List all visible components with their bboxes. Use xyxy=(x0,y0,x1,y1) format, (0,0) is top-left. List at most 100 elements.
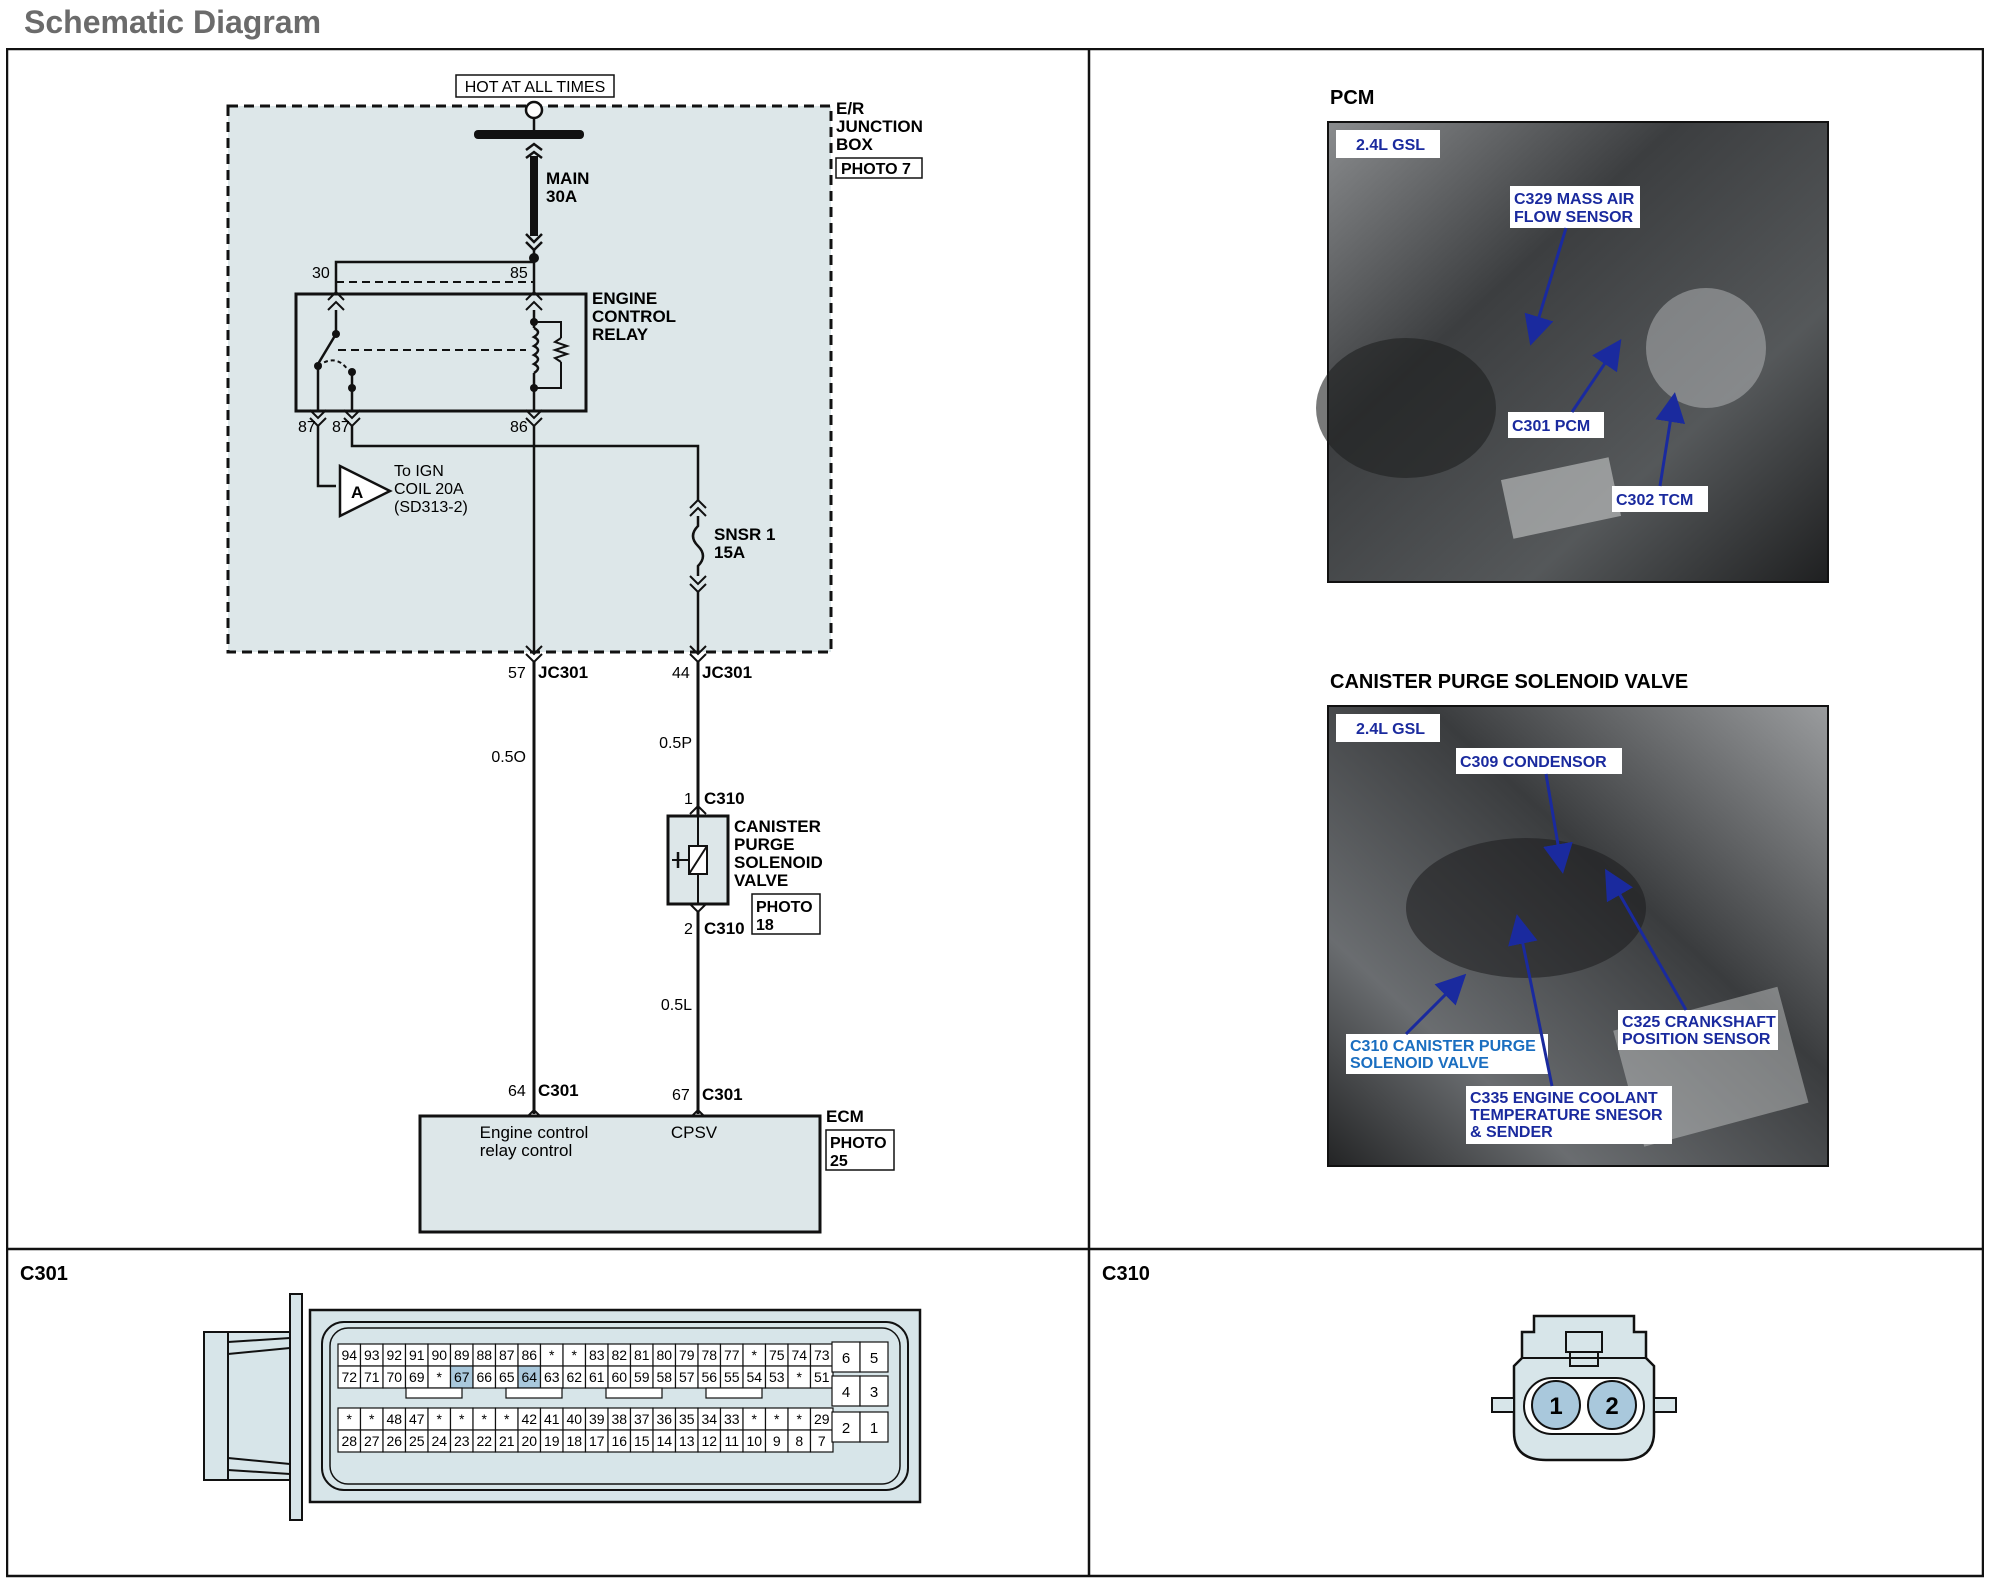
relay-label-3: RELAY xyxy=(592,325,649,344)
ecm-left-conn: C301 xyxy=(538,1081,579,1100)
c301-pin-label: 37 xyxy=(634,1411,650,1427)
c301-pin-label: 67 xyxy=(454,1369,470,1385)
cpsv-photo-1: PHOTO xyxy=(756,899,813,916)
ecm-label-left-1: Engine control xyxy=(480,1123,589,1142)
c301-pin-label: * xyxy=(572,1347,578,1363)
c301-pin-label: 77 xyxy=(724,1347,740,1363)
c301-pin-label: 28 xyxy=(341,1433,357,1449)
c301-side-pin-label: 3 xyxy=(870,1384,878,1401)
c301-pin-label: 35 xyxy=(679,1411,695,1427)
c301-pin-label: 71 xyxy=(364,1369,380,1385)
c301-pin-label: 42 xyxy=(521,1411,537,1427)
cpsv-photo-2: 18 xyxy=(756,917,774,934)
c310-pin-1 xyxy=(1531,1380,1581,1430)
junction-box-photo-ref: PHOTO 7 xyxy=(841,161,911,178)
c301-pin-label: 89 xyxy=(454,1347,470,1363)
c301-pin-label: 57 xyxy=(679,1369,695,1385)
relay-pin-87b: 87 xyxy=(332,419,350,436)
c301-pin-label: 75 xyxy=(769,1347,785,1363)
cpsv-callout-c335-2: TEMPERATURE SNESOR xyxy=(1470,1107,1663,1124)
c301-pin-label: 64 xyxy=(521,1369,537,1385)
main-fuse-link xyxy=(530,156,538,236)
cpsv-pin2: 2 xyxy=(684,921,693,938)
engine-control-relay xyxy=(294,292,588,413)
page-title: Schematic Diagram xyxy=(24,4,322,40)
c301-pin-label: * xyxy=(752,1347,758,1363)
c301-pin-label: 10 xyxy=(746,1433,762,1449)
ecm-photo-2: 25 xyxy=(830,1153,848,1170)
c301-pin-label: * xyxy=(482,1411,488,1427)
ecm-module xyxy=(418,1114,822,1234)
c301-side-pin-cell xyxy=(831,1375,861,1407)
panel-grid xyxy=(6,48,1984,1578)
c301-pin-label: * xyxy=(752,1411,758,1427)
junction-box-label-2: JUNCTION xyxy=(836,117,923,136)
c301-pin-label: * xyxy=(797,1411,803,1427)
c301-pin-label: 19 xyxy=(544,1433,560,1449)
c301-pin-label: 20 xyxy=(521,1433,537,1449)
c301-pin-label: 11 xyxy=(724,1433,739,1449)
c310-pin-2 xyxy=(1587,1380,1637,1430)
c301-pin-label: 15 xyxy=(634,1433,650,1449)
c301-pin-label: 87 xyxy=(499,1347,515,1363)
wire-left-code: 0.5O xyxy=(491,749,526,766)
c301-pin-label: 18 xyxy=(566,1433,582,1449)
cpsv-conn2: C310 xyxy=(704,919,745,938)
c301-pin-label: 80 xyxy=(656,1347,672,1363)
c301-pin-label: 66 xyxy=(476,1369,492,1385)
relay-label-2: CONTROL xyxy=(592,307,676,326)
relay-pin-87a: 87 xyxy=(298,419,316,436)
c301-pin-label: 92 xyxy=(386,1347,402,1363)
c301-pin-label: 60 xyxy=(611,1369,627,1385)
ign-ref-triangle xyxy=(338,463,393,519)
c301-pin-label: 38 xyxy=(611,1411,627,1427)
c301-pin-label: 74 xyxy=(791,1347,807,1363)
c301-side-pin-cell xyxy=(859,1341,889,1373)
cpsv-label-2: PURGE xyxy=(734,835,794,854)
c301-pin-label: 7 xyxy=(818,1433,826,1449)
cpsv-callout-c335-3: & SENDER xyxy=(1470,1124,1553,1141)
c310-label: C310 xyxy=(1102,1263,1150,1285)
c301-pin-label: * xyxy=(549,1347,555,1363)
main-fuse-rating: 30A xyxy=(546,187,577,206)
wire-right-top-code: 0.5P xyxy=(659,735,692,752)
c301-side-pin-cell xyxy=(831,1341,861,1373)
junction-box-label-3: BOX xyxy=(836,135,874,154)
jc-right-conn: JC301 xyxy=(702,663,752,682)
cpsv-callout-condensor: C309 CONDENSOR xyxy=(1460,754,1607,771)
c301-pin-label: 56 xyxy=(701,1369,717,1385)
pcm-callout-tcm: C302 TCM xyxy=(1616,492,1693,509)
c301-pin-label: 79 xyxy=(679,1347,695,1363)
c301-pin-label: 83 xyxy=(589,1347,605,1363)
c301-side-pin-cell xyxy=(859,1411,889,1443)
c301-pin-label: 72 xyxy=(341,1369,357,1385)
c301-pin-label: 27 xyxy=(364,1433,380,1449)
snsr-fuse-symbol xyxy=(691,516,705,576)
c301-pin-label: 82 xyxy=(611,1347,627,1363)
c310-pin-2-label: 2 xyxy=(1605,1393,1618,1420)
c301-pin-label: 23 xyxy=(454,1433,470,1449)
snsr-fuse-name: SNSR 1 xyxy=(714,525,775,544)
ecm-right-conn: C301 xyxy=(702,1085,743,1104)
c301-side-pin-cell xyxy=(831,1411,861,1443)
c310-connector-panel: C310 1 2 xyxy=(1102,1263,1677,1462)
c301-pin-label: 62 xyxy=(566,1369,582,1385)
c301-side-pin-cell xyxy=(859,1375,889,1407)
c301-key-tab xyxy=(605,1387,663,1399)
relay-pin-86: 86 xyxy=(510,419,528,436)
ign-ref-line3: (SD313-2) xyxy=(394,499,468,516)
c301-pin-label: 94 xyxy=(341,1347,357,1363)
jc-right-pin: 44 xyxy=(672,665,690,682)
c301-side-pin-label: 1 xyxy=(870,1420,878,1437)
c301-pin-label: * xyxy=(437,1369,443,1385)
c301-pin-label: 41 xyxy=(544,1411,560,1427)
c301-pin-label: 59 xyxy=(634,1369,650,1385)
c301-pin-label: 36 xyxy=(656,1411,672,1427)
relay-label-1: ENGINE xyxy=(592,289,657,308)
relay-pin-85: 85 xyxy=(510,265,528,282)
snsr-fuse-rating: 15A xyxy=(714,543,745,562)
c301-pin-label: * xyxy=(369,1411,375,1427)
pcm-photo-title: PCM xyxy=(1330,87,1374,109)
c301-pin-label: * xyxy=(347,1411,353,1427)
